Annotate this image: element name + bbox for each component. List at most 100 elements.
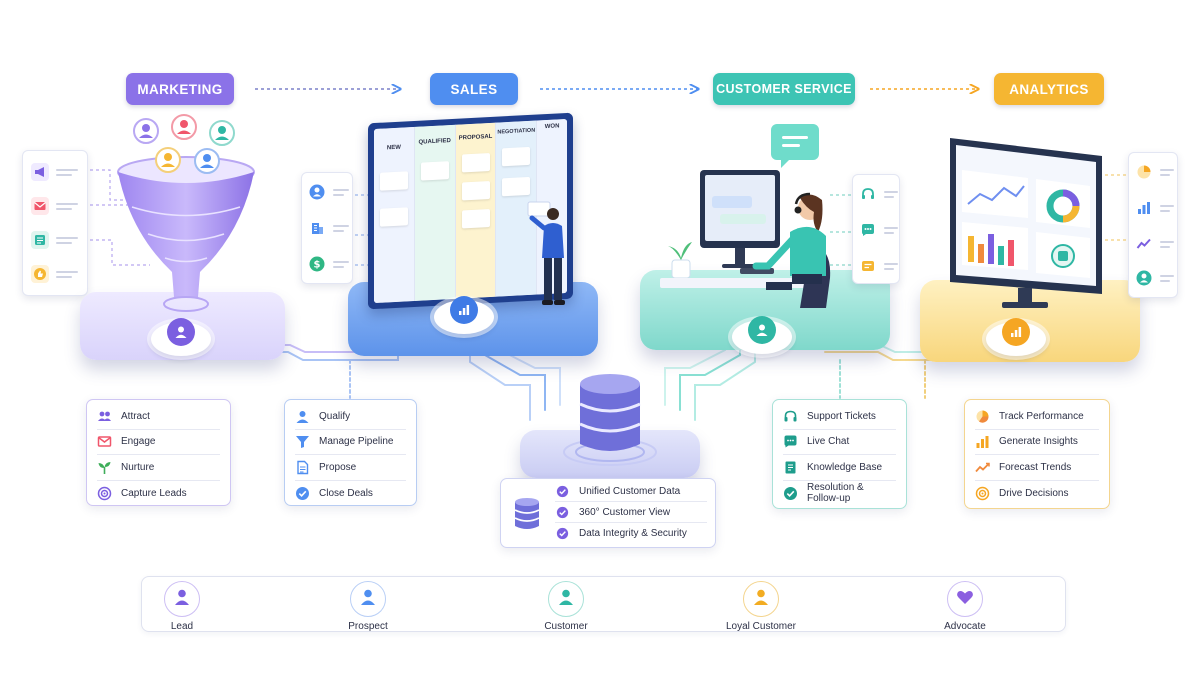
headset-icon bbox=[783, 409, 798, 424]
feature-item: Resolution & Follow-up bbox=[783, 481, 896, 507]
feature-item: Data Integrity & Security bbox=[555, 523, 707, 544]
feature-label: Support Tickets bbox=[807, 410, 876, 422]
journey-step-label: Lead bbox=[170, 621, 194, 632]
ticket-icon bbox=[859, 257, 877, 275]
pie-chart-icon bbox=[1135, 163, 1153, 181]
marketing-channel-card bbox=[22, 150, 88, 296]
stage-label-marketing: MARKETING bbox=[126, 73, 234, 105]
journey-step-label: Advocate bbox=[944, 621, 986, 632]
feature-item: Manage Pipeline bbox=[295, 430, 406, 455]
feature-label: Resolution & Follow-up bbox=[807, 482, 864, 505]
article-icon bbox=[31, 231, 49, 249]
chat-icon bbox=[859, 221, 877, 239]
chat-icon bbox=[783, 434, 798, 449]
board-column-new: NEW bbox=[374, 126, 415, 304]
building-icon bbox=[308, 219, 326, 237]
headset-icon bbox=[859, 185, 877, 203]
feature-label: Attract bbox=[121, 410, 150, 422]
journey-step-prospect: Prospect bbox=[313, 577, 423, 632]
lead-avatars bbox=[133, 114, 235, 174]
analytics-hub-node bbox=[986, 318, 1046, 356]
feature-item: Close Deals bbox=[295, 481, 406, 507]
bar-chart-icon bbox=[1135, 199, 1153, 217]
check-circle-icon bbox=[783, 486, 798, 501]
sprout-icon bbox=[97, 460, 112, 475]
journey-step-label: Loyal Customer bbox=[725, 621, 797, 632]
data-feature-panel: Unified Customer Data 360° Customer View… bbox=[500, 478, 716, 548]
feature-item: Knowledge Base bbox=[783, 455, 896, 481]
sales-feature-panel: Qualify Manage Pipeline Propose Close De… bbox=[284, 399, 417, 506]
feature-label: Engage bbox=[121, 436, 156, 448]
feature-item: 360° Customer View bbox=[555, 502, 707, 523]
users-icon bbox=[97, 409, 112, 424]
marketing-feature-panel: Attract Engage Nurture Capture Leads bbox=[86, 399, 231, 506]
user-icon bbox=[295, 409, 310, 424]
feature-item: Support Tickets bbox=[783, 404, 896, 430]
journey-step-label: Prospect bbox=[348, 621, 388, 632]
service-feature-panel: Support Tickets Live Chat Knowledge Base… bbox=[772, 399, 907, 509]
target-icon bbox=[975, 486, 990, 501]
person-icon bbox=[556, 587, 576, 612]
board-column-proposal: PROPOSAL bbox=[455, 122, 497, 299]
check-circle-icon bbox=[555, 526, 570, 541]
service-channel-card bbox=[852, 174, 900, 284]
feature-label: Generate Insights bbox=[999, 436, 1078, 448]
svg-text:$: $ bbox=[314, 260, 321, 271]
feature-label: Nurture bbox=[121, 461, 155, 473]
check-circle-icon bbox=[295, 486, 310, 501]
dollar-icon: $ bbox=[308, 255, 326, 273]
feature-item: Generate Insights bbox=[975, 430, 1099, 455]
feature-label: Manage Pipeline bbox=[319, 436, 394, 448]
feature-item: Qualify bbox=[295, 404, 406, 430]
person-icon bbox=[748, 316, 776, 344]
megaphone-icon bbox=[31, 163, 49, 181]
sales-hub-node bbox=[434, 296, 494, 334]
feature-item: Live Chat bbox=[783, 430, 896, 455]
database-icon bbox=[563, 374, 657, 466]
heart-icon bbox=[955, 587, 975, 612]
sales-entity-card: $ bbox=[301, 172, 353, 284]
feature-item: Track Performance bbox=[975, 404, 1099, 430]
person-icon bbox=[358, 587, 378, 612]
board-column-qualified: QUALIFIED bbox=[414, 124, 456, 301]
chat-bubble-icon bbox=[771, 124, 819, 168]
journey-step-lead: Lead bbox=[127, 577, 237, 632]
trend-line-icon bbox=[975, 460, 990, 475]
feature-item: Propose bbox=[295, 455, 406, 481]
trend-line-icon bbox=[1135, 235, 1153, 253]
person-icon bbox=[751, 587, 771, 612]
feature-label: Propose bbox=[319, 461, 357, 473]
analytics-dashboard-screen bbox=[950, 138, 1102, 308]
person-icon bbox=[172, 587, 192, 612]
feature-item: Drive Decisions bbox=[975, 481, 1099, 507]
feature-label: Unified Customer Data bbox=[579, 485, 681, 497]
service-hub-node bbox=[732, 316, 792, 354]
feature-label: Track Performance bbox=[999, 410, 1084, 422]
book-icon bbox=[783, 460, 798, 475]
feature-label: Qualify bbox=[319, 410, 351, 422]
analytics-feature-panel: Track Performance Generate Insights Fore… bbox=[964, 399, 1110, 509]
feature-label: Capture Leads bbox=[121, 487, 187, 499]
feature-label: 360° Customer View bbox=[579, 506, 671, 518]
bar-chart-icon bbox=[450, 296, 478, 324]
feature-item: Engage bbox=[97, 430, 220, 455]
support-agent-desk bbox=[660, 170, 831, 308]
bar-chart-icon bbox=[1002, 318, 1030, 346]
thumbs-up-icon bbox=[31, 265, 49, 283]
feature-item: Unified Customer Data bbox=[555, 481, 707, 502]
journey-step-label: Customer bbox=[544, 621, 588, 632]
user-icon bbox=[1135, 269, 1153, 287]
marketing-hub-node bbox=[151, 318, 211, 356]
analytics-metric-card bbox=[1128, 152, 1178, 298]
marketing-funnel bbox=[117, 156, 255, 312]
document-icon bbox=[295, 460, 310, 475]
feature-item: Capture Leads bbox=[97, 481, 220, 507]
check-circle-icon bbox=[555, 505, 570, 520]
stage-label-analytics: ANALYTICS bbox=[994, 73, 1104, 105]
feature-item: Forecast Trends bbox=[975, 455, 1099, 481]
feature-item: Attract bbox=[97, 404, 220, 430]
journey-step-customer: Customer bbox=[511, 577, 621, 632]
feature-label: Drive Decisions bbox=[999, 487, 1069, 499]
feature-label: Live Chat bbox=[807, 436, 850, 448]
feature-label: Data Integrity & Security bbox=[579, 528, 687, 539]
